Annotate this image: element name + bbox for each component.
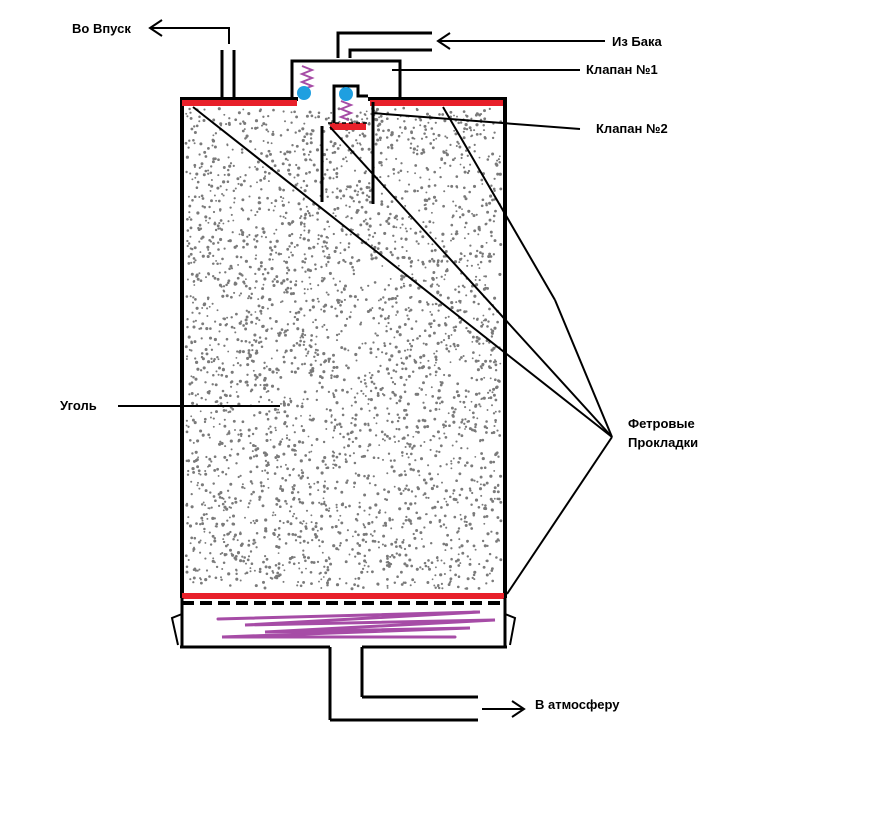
atmosphere-pipe bbox=[328, 647, 478, 722]
from-tank-label: Из Бака bbox=[612, 34, 662, 49]
bottom-felt-filter bbox=[216, 610, 496, 639]
coal-label: Уголь bbox=[60, 398, 97, 413]
felt-gaskets-label-line1: Фетровые bbox=[628, 416, 695, 431]
intake-pipe bbox=[220, 50, 236, 99]
felt-gaskets-label-line2: Прокладки bbox=[628, 435, 698, 450]
leader-lines bbox=[118, 69, 613, 595]
intake-arrow-icon bbox=[148, 19, 230, 44]
atmosphere-arrow-icon bbox=[482, 700, 526, 718]
coal-fill bbox=[184, 106, 503, 591]
valve1-label: Клапан №1 bbox=[586, 62, 658, 77]
tank-arrow-icon bbox=[436, 32, 605, 50]
intake-label: Во Впуск bbox=[72, 21, 131, 36]
valve1-ball bbox=[297, 86, 311, 100]
top-felt-gasket bbox=[182, 100, 503, 106]
canister-body bbox=[180, 97, 507, 598]
atmosphere-label: В атмосферу bbox=[535, 697, 620, 712]
valve2-ball bbox=[339, 87, 353, 101]
valve1-spring bbox=[299, 65, 315, 90]
bottom-felt-gasket bbox=[182, 593, 504, 599]
valve2-spring bbox=[338, 100, 354, 121]
valve2-label: Клапан №2 bbox=[596, 121, 668, 136]
valve2-seat bbox=[330, 123, 366, 130]
tank-inlet-pipe bbox=[336, 31, 432, 58]
bottom-chamber bbox=[170, 598, 517, 649]
valve-housing bbox=[290, 59, 402, 204]
